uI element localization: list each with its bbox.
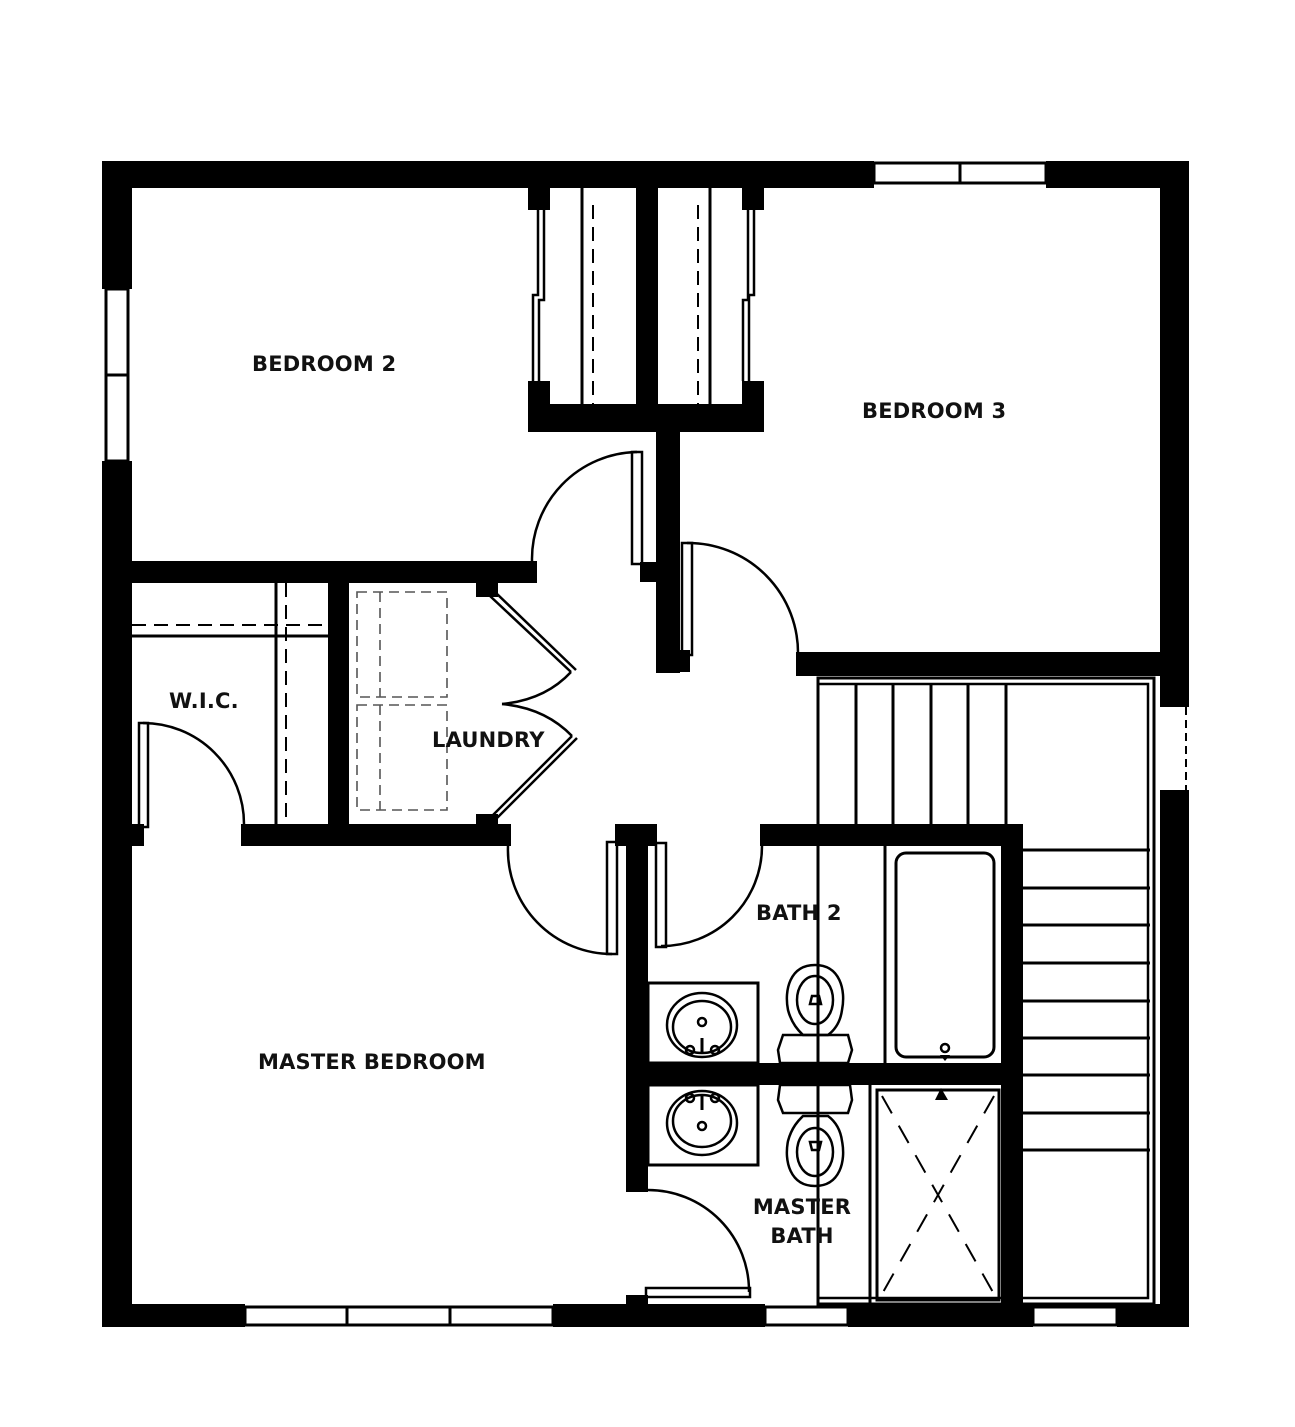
door-master-bath xyxy=(644,1188,752,1299)
closet-bedroom3 xyxy=(697,188,756,404)
door-bedroom3 xyxy=(680,541,800,657)
bath2-tub xyxy=(883,846,996,1063)
exterior-walls xyxy=(102,161,1189,1327)
label-bath-2: BATH 2 xyxy=(756,901,842,925)
door-bath2 xyxy=(654,841,764,949)
door-master-bedroom xyxy=(506,840,619,956)
master-bath-shower xyxy=(868,1085,1001,1304)
label-laundry: LAUNDRY xyxy=(432,728,545,752)
windows xyxy=(104,161,1187,1327)
label-master-bedroom: MASTER BEDROOM xyxy=(258,1050,486,1074)
master-bath-toilet xyxy=(776,1083,854,1188)
wic-shelving xyxy=(132,583,328,824)
master-bath-vanity xyxy=(646,1083,760,1167)
label-bedroom-2: BEDROOM 2 xyxy=(252,352,397,376)
bath2-toilet xyxy=(776,963,854,1065)
door-wic xyxy=(137,721,246,829)
staircase xyxy=(816,676,1156,1306)
label-master-bath-line1: MASTER xyxy=(752,1195,852,1219)
label-master-bath: MASTER BATH xyxy=(748,1193,856,1251)
door-bedroom2 xyxy=(530,450,644,566)
washer-dryer xyxy=(356,591,448,811)
label-bedroom-3: BEDROOM 3 xyxy=(862,399,1007,423)
label-master-bath-line2: BATH xyxy=(770,1224,834,1248)
label-wic: W.I.C. xyxy=(169,689,239,713)
interior-walls xyxy=(132,188,1160,1307)
bath2-vanity xyxy=(646,981,760,1065)
closet-bedroom2 xyxy=(531,188,594,404)
bifold-door-laundry xyxy=(489,591,578,819)
